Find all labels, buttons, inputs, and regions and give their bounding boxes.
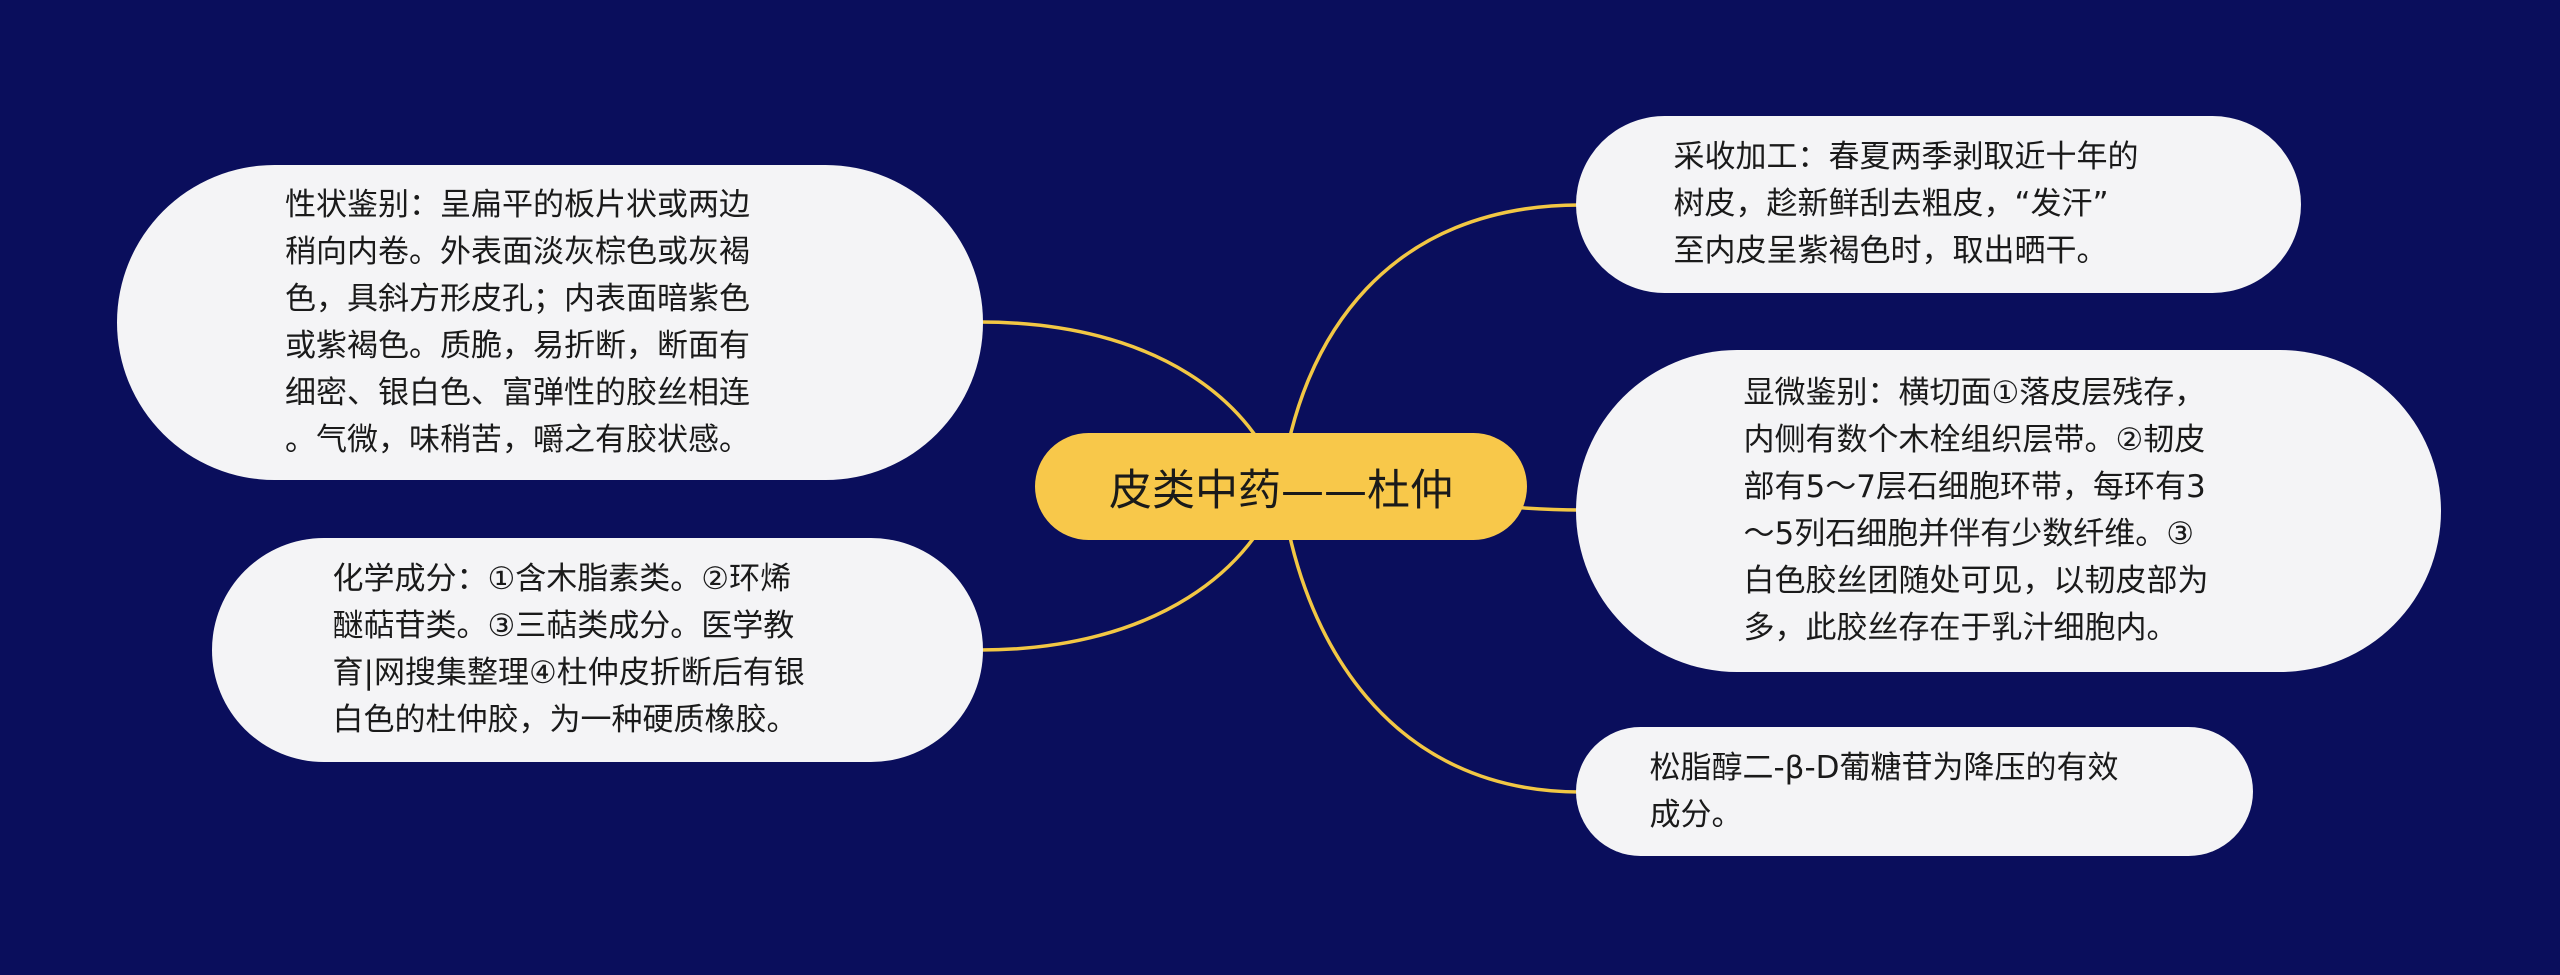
topic-node-xingzhuang[interactable]: 性状鉴别：呈扁平的板片状或两边 稍向内卷。外表面淡灰棕色或灰褐 色，具斜方形皮孔… (117, 165, 983, 480)
topic-node-songzhi[interactable]: 松脂醇二-β-D葡糖苷为降压的有效 成分。 (1576, 727, 2253, 856)
topic-text-xingzhuang: 性状鉴别：呈扁平的板片状或两边 稍向内卷。外表面淡灰棕色或灰褐 色，具斜方形皮孔… (285, 186, 750, 458)
topic-text-xianwei: 显微鉴别：横切面①落皮层残存， 内侧有数个木栓组织层带。②韧皮 部有5～7层石细… (1743, 375, 2209, 646)
topic-node-xianwei[interactable]: 显微鉴别：横切面①落皮层残存， 内侧有数个木栓组织层带。②韧皮 部有5～7层石细… (1576, 350, 2441, 672)
topic-text-caishou: 采收加工：春夏两季剥取近十年的 树皮，趁新鲜刮去粗皮，“发汗” 至内皮呈紫褐色时… (1673, 139, 2139, 269)
central-topic-label: 皮类中药——杜仲 (1109, 465, 1453, 516)
topic-text-songzhi: 松脂醇二-β-D葡糖苷为降压的有效 成分。 (1649, 749, 2119, 833)
topic-node-caishou[interactable]: 采收加工：春夏两季剥取近十年的 树皮，趁新鲜刮去粗皮，“发汗” 至内皮呈紫褐色时… (1576, 116, 2301, 293)
connector-caishou (1279, 203, 1581, 487)
topic-node-huaxue[interactable]: 化学成分：①含木脂素类。②环烯 醚萜苷类。③三萜类成分。医学教 育|网搜集整理④… (212, 538, 983, 762)
central-topic[interactable]: 皮类中药——杜仲 (1035, 433, 1527, 540)
topic-text-huaxue: 化学成分：①含木脂素类。②环烯 醚萜苷类。③三萜类成分。医学教 育|网搜集整理④… (332, 561, 805, 738)
connector-songzhi (1279, 485, 1581, 794)
